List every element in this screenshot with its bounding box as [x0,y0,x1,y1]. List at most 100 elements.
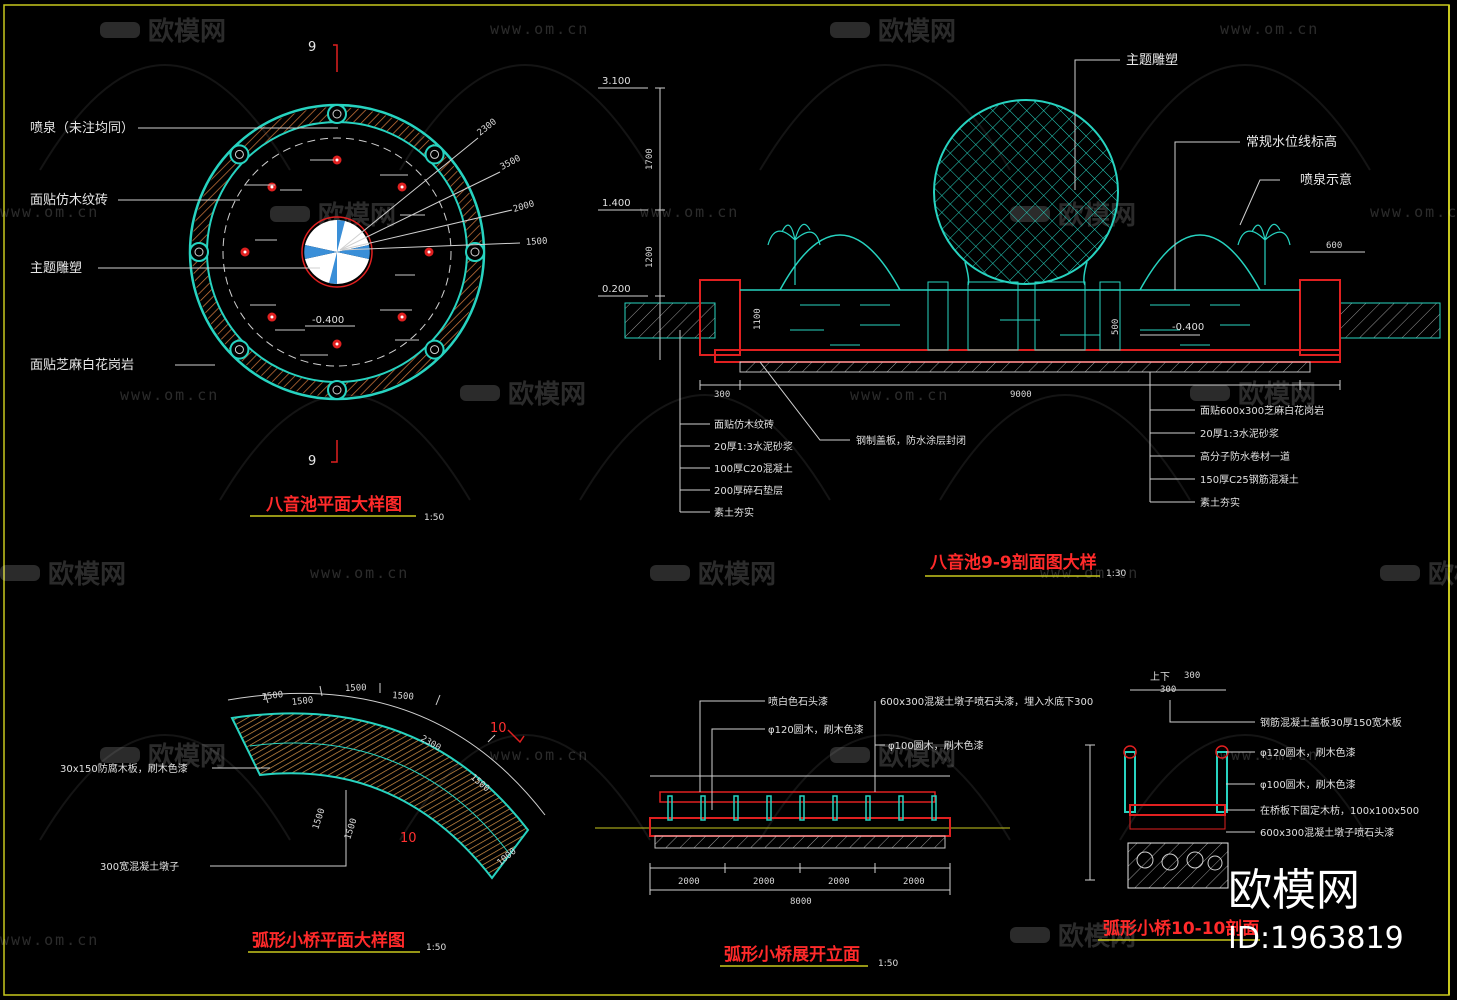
watermark-url: www.om.cn [1370,203,1457,221]
watermark-url: www.om.cn [490,746,589,764]
left-pool-wall [699,279,741,356]
bsec-label-3: φ100圆木，刷木色漆 [1260,778,1356,791]
plan-view-title: 八音池平面大样图 [266,494,402,515]
watermark-url: www.om.cn [1040,564,1139,582]
water-ripples [245,159,425,356]
plan-dim-4: 1500 [526,237,548,248]
plan-dim-1: 2300 [476,117,499,138]
rail-post [733,795,739,821]
pool-water-line [222,137,452,367]
callout-fountain: 喷泉示意 [1300,172,1352,188]
section-mark-top: 9 [308,40,316,55]
right-ground-slab [1339,302,1441,339]
rail-post [799,795,805,821]
watermark-url: www.om.cn [1220,20,1319,38]
watermark-logo: 欧模网 [508,379,586,410]
watermark-url: www.om.cn [310,564,409,582]
elev-pool-bottom: -0.400 [1172,322,1204,333]
elev-dim-3: 2000 [828,877,850,887]
watermark-url: www.om.cn [0,931,99,949]
layer-right-2: 20厚1:3水泥砂浆 [1200,427,1279,440]
bridge-elevation-view: 2000 2000 2000 2000 8000 喷白色石头漆 φ120圆木，刷… [595,695,1093,969]
fountain-jets [240,155,434,349]
plan-dim-2: 3500 [499,154,523,173]
brand-id-text: ID:1963819 [1228,921,1404,956]
bridge-dim-1: 1500 [261,690,284,703]
bridge-dim-6: 1500 [311,807,327,831]
bridge-section-title: 弧形小桥10-10剖面 [1103,918,1259,939]
bridge-dim-2: 1500 [345,683,367,694]
elev-dim-total: 8000 [790,897,812,907]
bsec-label-4: 在桥板下固定木枋，100x100x500 [1260,804,1419,817]
fountain-sprays [767,223,1291,285]
watermark-logo: 欧模网 [878,741,956,772]
bridge-dim-5: 1500 [392,691,414,702]
elev-ground: 0.200 [602,284,631,295]
perimeter-post [189,242,209,262]
rail-post [931,795,937,821]
vdim-1: 1700 [645,148,655,170]
bridge-plan-scale: 1:50 [426,943,446,953]
watermark-logo: 欧模网 [878,16,956,47]
watermark-url: www.om.cn [0,203,99,221]
bsec-label-5: 600x300混凝土墩子喷石头漆 [1260,826,1394,839]
elev-label-pier: 600x300混凝土墩子喷石头漆，埋入水底下300 [880,695,1093,708]
pool-plan-view: -0.400 9 9 2300 3500 2000 1500 喷泉（未注均同） … [30,40,548,523]
layer-left-1: 面贴仿木纹砖 [714,418,774,431]
bridge-section-mark-top: 10 [490,721,507,736]
hdim-wall: 300 [714,390,730,400]
plan-dim-3: 2000 [512,199,536,215]
elev-label-paint: 喷白色石头漆 [768,695,828,708]
pool-floor-slab [714,349,1341,363]
plan-elevation: -0.400 [312,315,344,326]
elev-mid: 1.400 [602,198,631,209]
layer-middle: 钢制盖板，防水涂层封闭 [856,434,966,447]
layer-right-4: 150厚C25钢筋混凝土 [1200,473,1299,486]
elevation-markers [598,87,1200,360]
deck-board [1129,804,1226,816]
layer-left-2: 20厚1:3水泥砂浆 [714,440,793,453]
perimeter-post [229,339,250,360]
watermark-logo: 欧模网 [1428,559,1457,590]
elev-dim-4: 2000 [903,877,925,887]
watermark-logo: 欧模网 [698,559,776,590]
watermark-logo: 欧模网 [148,16,226,47]
layer-left-4: 200厚碎石垫层 [714,484,783,497]
bridge-plan-view: 1500 1500 2300 1500 1500 1500 1500 1000 … [60,683,546,953]
section-mark-bottom: 9 [308,454,316,469]
elev-label-log100: φ100圆木，刷木色漆 [888,739,984,752]
rail-posts-elev [667,795,937,821]
elev-dim-2: 2000 [753,877,775,887]
bridge-section-view: 上下 300 300 钢筋混凝土盖板30厚150宽木板 φ120圆木，刷木色漆 … [1085,671,1419,941]
bsec-dim-1: 300 [1184,671,1200,681]
bridge-section-mark-bottom: 10 [400,831,417,846]
perimeter-post [229,144,250,165]
layer-right-5: 素土夯实 [1200,496,1240,509]
rail-post [700,795,706,821]
elev-top: 3.100 [602,76,631,87]
brand-stamp: 欧模网 ID:1963819 [1228,865,1404,956]
pool-section-view: 3.100 1.400 0.200 -0.400 1700 1200 1100 … [598,53,1441,579]
sculpture-base-ring [301,216,373,288]
bridge-rail-elev [659,791,936,803]
rail-post [865,795,871,821]
label-wood-tile: 面贴仿木纹砖 [30,193,108,208]
layer-left-3: 100厚C20混凝土 [714,462,793,475]
bsec-dim-label: 上下 [1150,671,1170,683]
bridge-label-piers: 300宽混凝土墩子 [100,860,179,873]
rail-post [832,795,838,821]
perimeter-post [327,380,347,400]
rail-post [766,795,772,821]
watermark-logo: 欧模网 [148,741,226,772]
label-sculpture: 主题雕塑 [30,261,82,276]
sculpture-pedestals [927,281,1121,351]
perimeter-post [424,144,445,165]
bridge-dim-4: 1500 [291,696,314,708]
hdim-pool: 9000 [1010,390,1032,400]
label-fountain: 喷泉（未注均同） [30,120,134,136]
elev-label-log120: φ120圆木，刷木色漆 [768,723,864,736]
layer-right-1: 面贴600x300芝麻白花岗岩 [1200,404,1324,417]
label-granite: 面贴芝麻白花岗岩 [30,357,134,373]
bridge-dim-arc [227,692,546,816]
rail-post [667,795,673,821]
